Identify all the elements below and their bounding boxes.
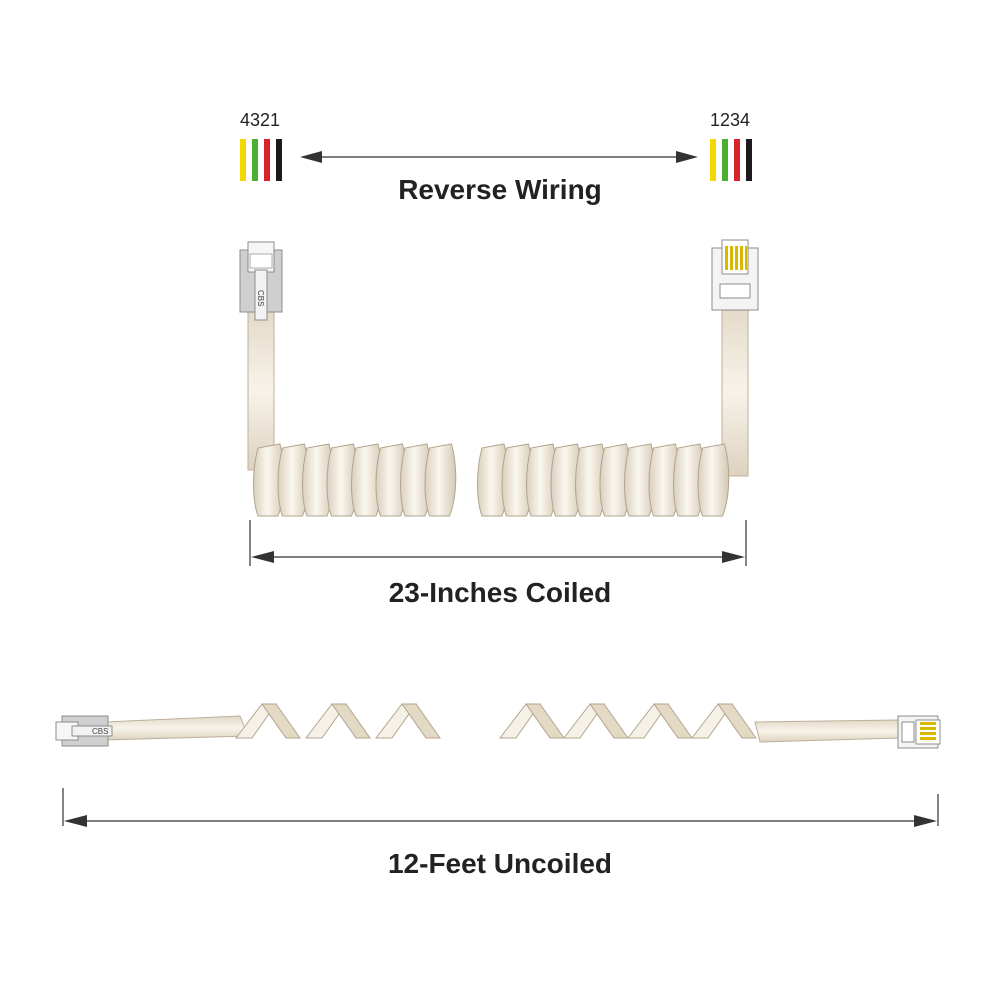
- coil-fall: [589, 703, 629, 739]
- coil-fall: [717, 703, 757, 739]
- reverse-wiring-arrow: [300, 151, 698, 163]
- coil-fall: [331, 703, 371, 739]
- coil-fall: [261, 703, 301, 739]
- coiled-length-label: 23-Inches Coiled: [389, 577, 612, 608]
- left-pin-order: 4321: [240, 110, 280, 130]
- wire-yellow-bar: [240, 139, 246, 181]
- coil-fall: [401, 703, 441, 739]
- right-coil-section: [477, 443, 730, 517]
- left-flat-cord: [104, 715, 249, 741]
- bottom-left-modular-plug: CBS: [55, 715, 113, 747]
- coiled-length-arrow: [249, 520, 747, 566]
- wire-green-bar: [722, 139, 728, 181]
- wire-yellow-bar: [710, 139, 716, 181]
- uncoiled-length-label: 12-Feet Uncoiled: [388, 848, 612, 879]
- right-pin-order: 1234: [710, 110, 750, 130]
- wire-green-bar: [252, 139, 258, 181]
- left-wire-colors: [240, 139, 282, 181]
- right-plug-contacts: [725, 246, 747, 270]
- wire-black-bar: [746, 139, 752, 181]
- wire-black-bar: [276, 139, 282, 181]
- bottom-left-plug-mark: CBS: [92, 727, 108, 736]
- wire-red-bar: [264, 139, 270, 181]
- bottom-right-modular-plug: [897, 715, 941, 749]
- left-stretched-coil: [234, 703, 441, 739]
- coil-fall: [525, 703, 565, 739]
- coil-loop: [697, 443, 730, 517]
- right-flat-cord: [754, 719, 901, 743]
- uncoiled-length-arrow: [62, 788, 939, 827]
- left-coil-section: [253, 443, 457, 517]
- right-stretched-coil: [498, 703, 757, 739]
- right-straight-cord: [721, 305, 749, 477]
- left-modular-plug: CBS: [239, 241, 283, 321]
- wire-red-bar: [734, 139, 740, 181]
- left-plug-mark: CBS: [256, 290, 265, 306]
- right-wire-colors: [710, 139, 752, 181]
- coil-fall: [653, 703, 693, 739]
- coil-loop: [424, 443, 457, 517]
- reverse-wiring-label: Reverse Wiring: [398, 174, 602, 205]
- right-modular-plug: [711, 239, 759, 311]
